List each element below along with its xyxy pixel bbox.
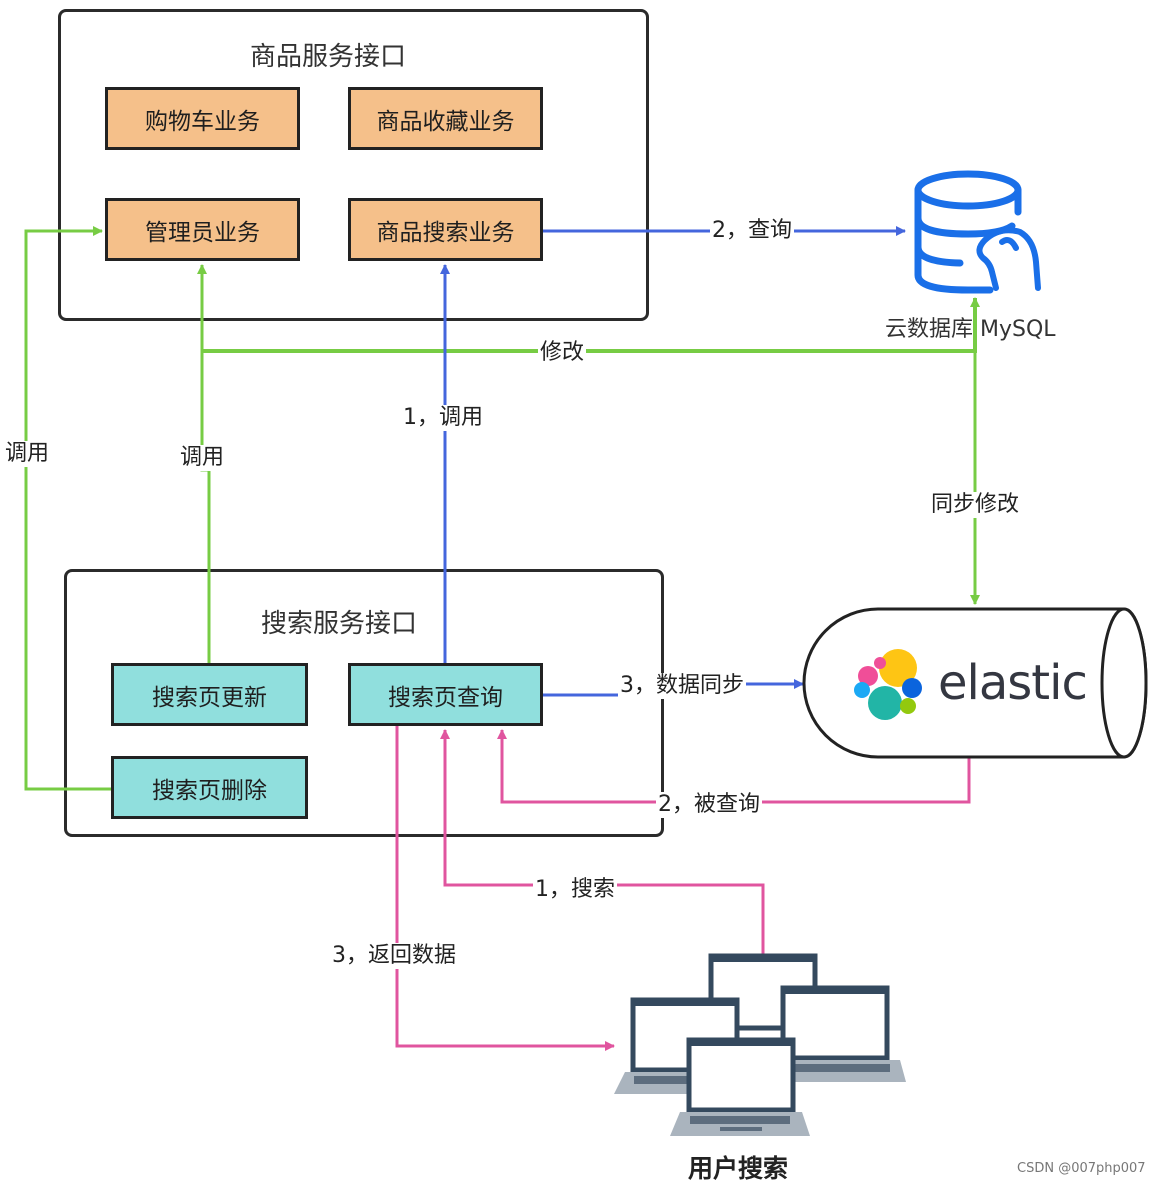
edge-label-return-data: 3，返回数据: [330, 943, 458, 969]
laptop-icon: [614, 953, 906, 1136]
elastic-wordmark: elastic: [938, 655, 1088, 711]
admin-business-box[interactable]: 管理员业务: [105, 198, 300, 261]
product-search-business-box[interactable]: 商品搜索业务: [348, 198, 543, 261]
edge-label-call-left: 调用: [3, 441, 52, 467]
elastic-logo-icon: [854, 649, 922, 720]
search-page-query-box[interactable]: 搜索页查询: [348, 663, 543, 726]
watermark: CSDN @007php007: [1017, 1161, 1146, 1176]
user-search-caption: 用户搜索: [688, 1154, 789, 1183]
favorites-business-box[interactable]: 商品收藏业务: [348, 87, 543, 150]
edge-modify-to-mysql: [202, 297, 980, 353]
edge-return-data: [395, 726, 615, 1051]
edge-delete-to-admin: [24, 226, 112, 791]
product-service-title: 商品服务接口: [249, 42, 406, 72]
cart-business-box[interactable]: 购物车业务: [105, 87, 300, 150]
edge-label-call-mid: 调用: [178, 445, 227, 471]
search-page-delete-box[interactable]: 搜索页删除: [111, 756, 308, 819]
mysql-caption: 云数据库 MySQL: [885, 317, 1056, 342]
edge-label-modify: 修改: [538, 340, 587, 366]
search-service-title: 搜索服务接口: [260, 609, 417, 639]
product-service-panel: [58, 9, 649, 321]
edge-label-queried: 2，被查询: [656, 792, 762, 818]
edge-label-query-db: 2，查询: [710, 218, 794, 244]
edge-users-search: [440, 729, 765, 955]
edge-label-sync-modify: 同步修改: [929, 492, 1022, 518]
database-icon: [914, 170, 1041, 294]
edge-label-search: 1，搜索: [533, 877, 617, 903]
edge-label-data-sync: 3，数据同步: [618, 673, 746, 699]
edge-label-call-blue: 1，调用: [401, 405, 485, 431]
elastic-cylinder: [802, 607, 1148, 759]
search-page-update-box[interactable]: 搜索页更新: [111, 663, 308, 726]
